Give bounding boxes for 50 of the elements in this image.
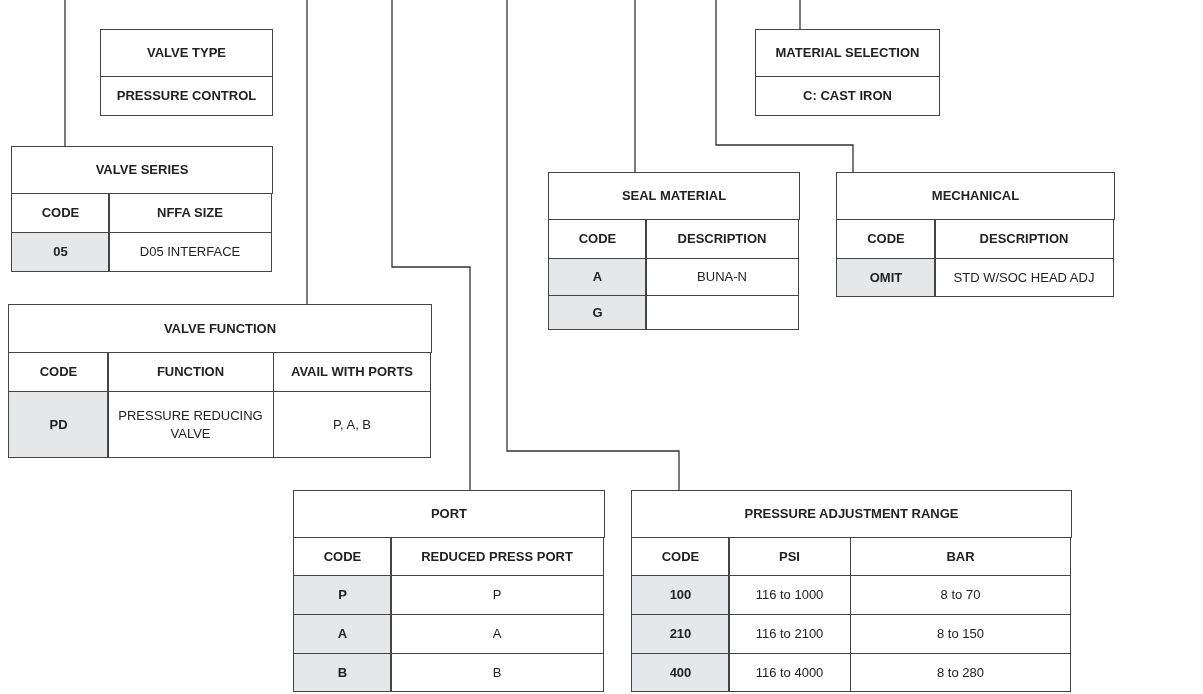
table-cell: 8 to 280 xyxy=(850,653,1071,692)
code-cell: G xyxy=(548,295,647,330)
leader-line xyxy=(715,0,854,173)
column-header: DESCRIPTION xyxy=(934,219,1114,259)
code-table xyxy=(293,490,604,692)
table-header: PORT xyxy=(293,490,605,538)
code-cell: P xyxy=(293,575,392,615)
table-header: MECHANICAL xyxy=(836,172,1115,220)
code-cell: A xyxy=(293,614,392,654)
table-cell: P, A, B xyxy=(273,391,431,458)
table-header: MATERIAL SELECTION xyxy=(755,29,940,77)
leader-line xyxy=(506,0,680,491)
code-cell: 100 xyxy=(631,575,730,615)
column-header: NFFA SIZE xyxy=(108,193,272,233)
code-cell: B xyxy=(293,653,392,692)
code-cell: PD xyxy=(8,391,109,458)
code-cell: 400 xyxy=(631,653,730,692)
table-header: VALVE TYPE xyxy=(100,29,273,77)
table-cell: STD W/SOC HEAD ADJ xyxy=(934,258,1114,297)
table-cell: B xyxy=(390,653,604,692)
leader-line xyxy=(391,0,471,491)
leader-line xyxy=(799,0,801,30)
leader-line xyxy=(634,0,636,173)
code-cell: OMIT xyxy=(836,258,936,297)
code-table xyxy=(631,490,1071,692)
code-cell: A xyxy=(548,258,647,296)
code-cell: 05 xyxy=(11,232,110,272)
table-header: VALVE SERIES xyxy=(11,146,273,194)
leader-line xyxy=(64,0,66,147)
code-table xyxy=(8,304,431,458)
leader-line xyxy=(306,0,308,305)
column-header: REDUCED PRESS PORT xyxy=(390,537,604,576)
table-cell: A xyxy=(390,614,604,654)
code-table xyxy=(836,172,1114,297)
table-header: SEAL MATERIAL xyxy=(548,172,800,220)
table-header: VALVE FUNCTION xyxy=(8,304,432,353)
table-cell: 116 to 4000 xyxy=(728,653,851,692)
table-cell: P xyxy=(390,575,604,615)
table-header: PRESSURE ADJUSTMENT RANGE xyxy=(631,490,1072,538)
code-table xyxy=(11,146,272,272)
table-cell: BUNA-N xyxy=(645,258,799,296)
column-header: DESCRIPTION xyxy=(645,219,799,259)
table-header: C: CAST IRON xyxy=(755,76,940,116)
code-cell: 210 xyxy=(631,614,730,654)
table-cell: D05 INTERFACE xyxy=(108,232,272,272)
table-cell: PRESSURE REDUCING VALVE xyxy=(107,391,274,458)
code-table xyxy=(548,172,799,330)
code-table xyxy=(100,29,272,116)
code-table xyxy=(755,29,939,116)
table-header: PRESSURE CONTROL xyxy=(100,76,273,116)
